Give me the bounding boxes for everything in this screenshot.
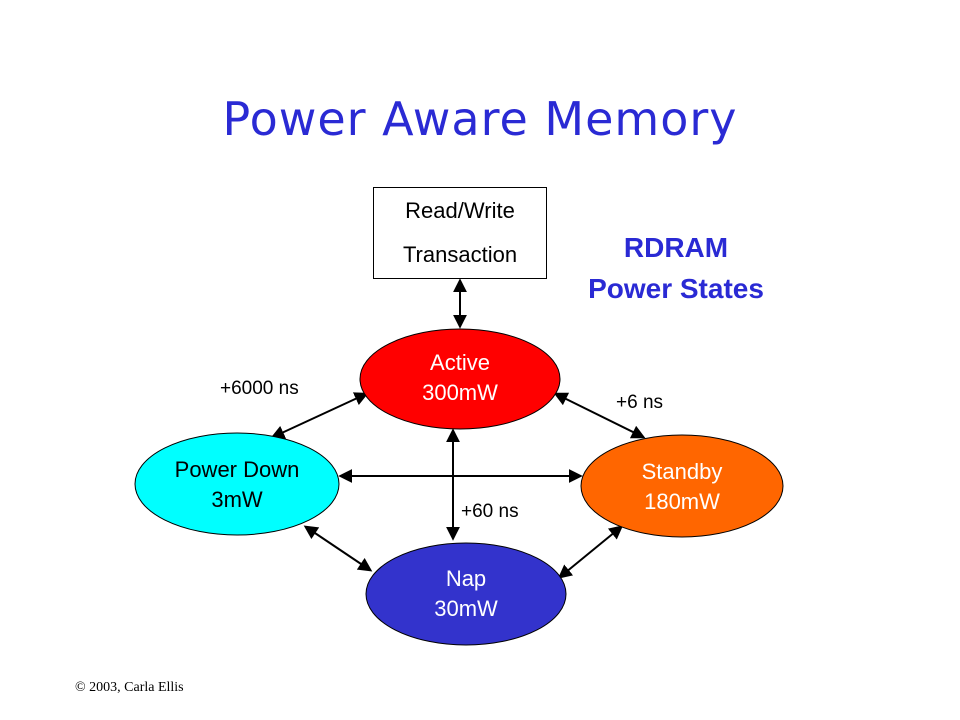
rdram-heading: RDRAM [623, 232, 729, 263]
nap-latency-label: +60 ns [461, 501, 519, 522]
active-power: 300mW [422, 380, 498, 405]
arrow-active-powerdown [270, 392, 369, 439]
arrow-standby-nap [557, 525, 624, 579]
active-state-node [359, 328, 561, 430]
active-name: Active [430, 350, 490, 375]
power-states-heading: Power States [588, 273, 764, 304]
arrow-powerdown-nap [303, 525, 373, 572]
powerdown-state-node [134, 432, 340, 536]
nap-name: Nap [445, 566, 487, 591]
slide-title: Power Aware Memory [222, 92, 738, 146]
standby-latency-label: +6 ns [616, 392, 664, 413]
standby-power: 180mW [644, 489, 720, 514]
nap-power: 30mW [434, 596, 498, 621]
standby-name: Standby [641, 459, 723, 484]
nap-state-node [365, 542, 567, 646]
standby-state-node [580, 434, 784, 538]
box-line1: Read/Write [405, 198, 515, 223]
powerdown-name: Power Down [174, 457, 300, 482]
nap-state-label: Nap 30mW [386, 564, 546, 624]
copyright-footer: © 2003, Carla Ellis [75, 680, 184, 695]
powerdown-power: 3mW [211, 487, 263, 512]
read-write-transaction-box: Read/Write Transaction [373, 187, 547, 279]
powerdown-state-label: Power Down 3mW [145, 455, 329, 515]
powerdown-latency-label: +6000 ns [220, 378, 299, 399]
standby-state-label: Standby 180mW [602, 457, 762, 517]
arrow-active-standby [553, 392, 646, 439]
box-line2: Transaction [402, 242, 518, 267]
active-state-label: Active 300mW [380, 348, 540, 408]
